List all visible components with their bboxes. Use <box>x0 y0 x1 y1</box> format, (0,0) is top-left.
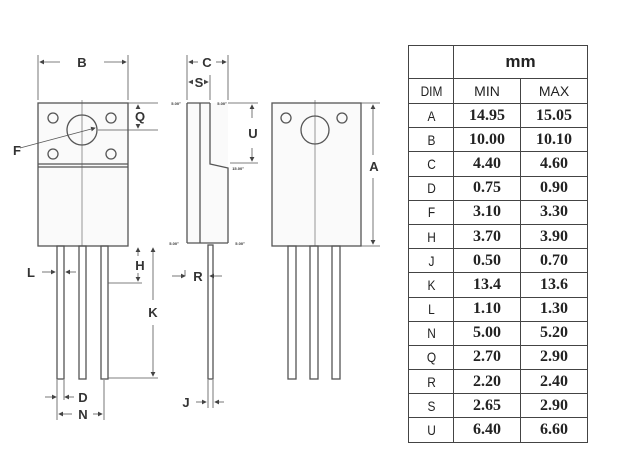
header-max: MAX <box>520 78 588 104</box>
angle-label: 5.00° <box>217 101 227 106</box>
max-cell: 3.90 <box>520 223 588 250</box>
header-min: MIN <box>453 78 521 104</box>
dim-label-l: L <box>27 265 35 280</box>
max-cell: 3.30 <box>520 199 588 225</box>
dim-cell: K <box>411 272 451 298</box>
max-cell: 0.90 <box>520 175 588 201</box>
dim-cell: H <box>411 223 451 250</box>
min-cell: 0.75 <box>453 175 521 201</box>
min-cell: 5.00 <box>453 320 521 346</box>
dim-cell: Q <box>411 344 451 371</box>
dim-label-q: Q <box>135 109 145 124</box>
max-cell: 4.60 <box>520 151 588 177</box>
dim-label-k: K <box>148 305 158 320</box>
min-cell: 6.40 <box>453 417 521 443</box>
dim-cell: U <box>411 417 451 443</box>
dim-label-n: N <box>78 407 87 422</box>
dim-cell: C <box>411 151 451 177</box>
max-cell: 2.40 <box>520 369 588 395</box>
front-view <box>19 100 129 380</box>
max-cell: 2.90 <box>520 344 588 371</box>
angle-label: 5.00° <box>171 101 181 106</box>
side-view <box>186 102 229 380</box>
dim-cell: N <box>411 320 451 346</box>
dim-label-u: U <box>248 126 257 141</box>
min-cell: 10.00 <box>453 127 521 153</box>
dim-cell: R <box>411 369 451 395</box>
max-cell: 10.10 <box>520 127 588 153</box>
min-cell: 2.20 <box>453 369 521 395</box>
min-cell: 0.50 <box>453 248 521 274</box>
dim-cell: S <box>411 393 451 419</box>
min-cell: 2.70 <box>453 344 521 371</box>
dim-label-a: A <box>369 159 379 174</box>
dim-label-f: F <box>13 143 21 158</box>
min-cell: 2.65 <box>453 393 521 419</box>
dim-label-b: B <box>77 55 86 70</box>
dim-label-c: C <box>202 55 212 70</box>
min-cell: 4.40 <box>453 151 521 177</box>
min-cell: 14.95 <box>453 102 521 129</box>
dim-cell: J <box>411 248 451 274</box>
max-cell: 5.20 <box>520 320 588 346</box>
dim-cell: A <box>411 102 451 129</box>
dim-cell: L <box>411 296 451 322</box>
max-cell: 0.70 <box>520 248 588 274</box>
angle-label: 5.00° <box>235 241 245 246</box>
max-cell: 2.90 <box>520 393 588 419</box>
max-cell: 13.6 <box>520 272 588 298</box>
dim-label-r: R <box>193 269 203 284</box>
min-cell: 13.4 <box>453 272 521 298</box>
dim-label-h: H <box>135 258 144 273</box>
min-cell: 3.10 <box>453 199 521 225</box>
dim-cell: D <box>411 175 451 201</box>
header-dim: DIM <box>411 78 451 104</box>
dim-label-d: D <box>78 390 87 405</box>
max-cell: 6.60 <box>520 417 588 443</box>
angle-label: 5.00° <box>169 241 179 246</box>
dim-label-s: S <box>195 75 204 90</box>
dim-cell: F <box>411 199 451 225</box>
back-view <box>271 100 362 380</box>
min-cell: 1.10 <box>453 296 521 322</box>
max-cell: 1.30 <box>520 296 588 322</box>
dim-cell: B <box>411 127 451 153</box>
max-cell: 15.05 <box>520 102 588 129</box>
dim-label-j: J <box>182 395 189 410</box>
table-corner <box>411 45 451 79</box>
dimension-lines <box>37 55 380 420</box>
unit-header: mm <box>453 45 588 79</box>
min-cell: 3.70 <box>453 223 521 250</box>
angle-label: 15.00° <box>232 166 244 171</box>
